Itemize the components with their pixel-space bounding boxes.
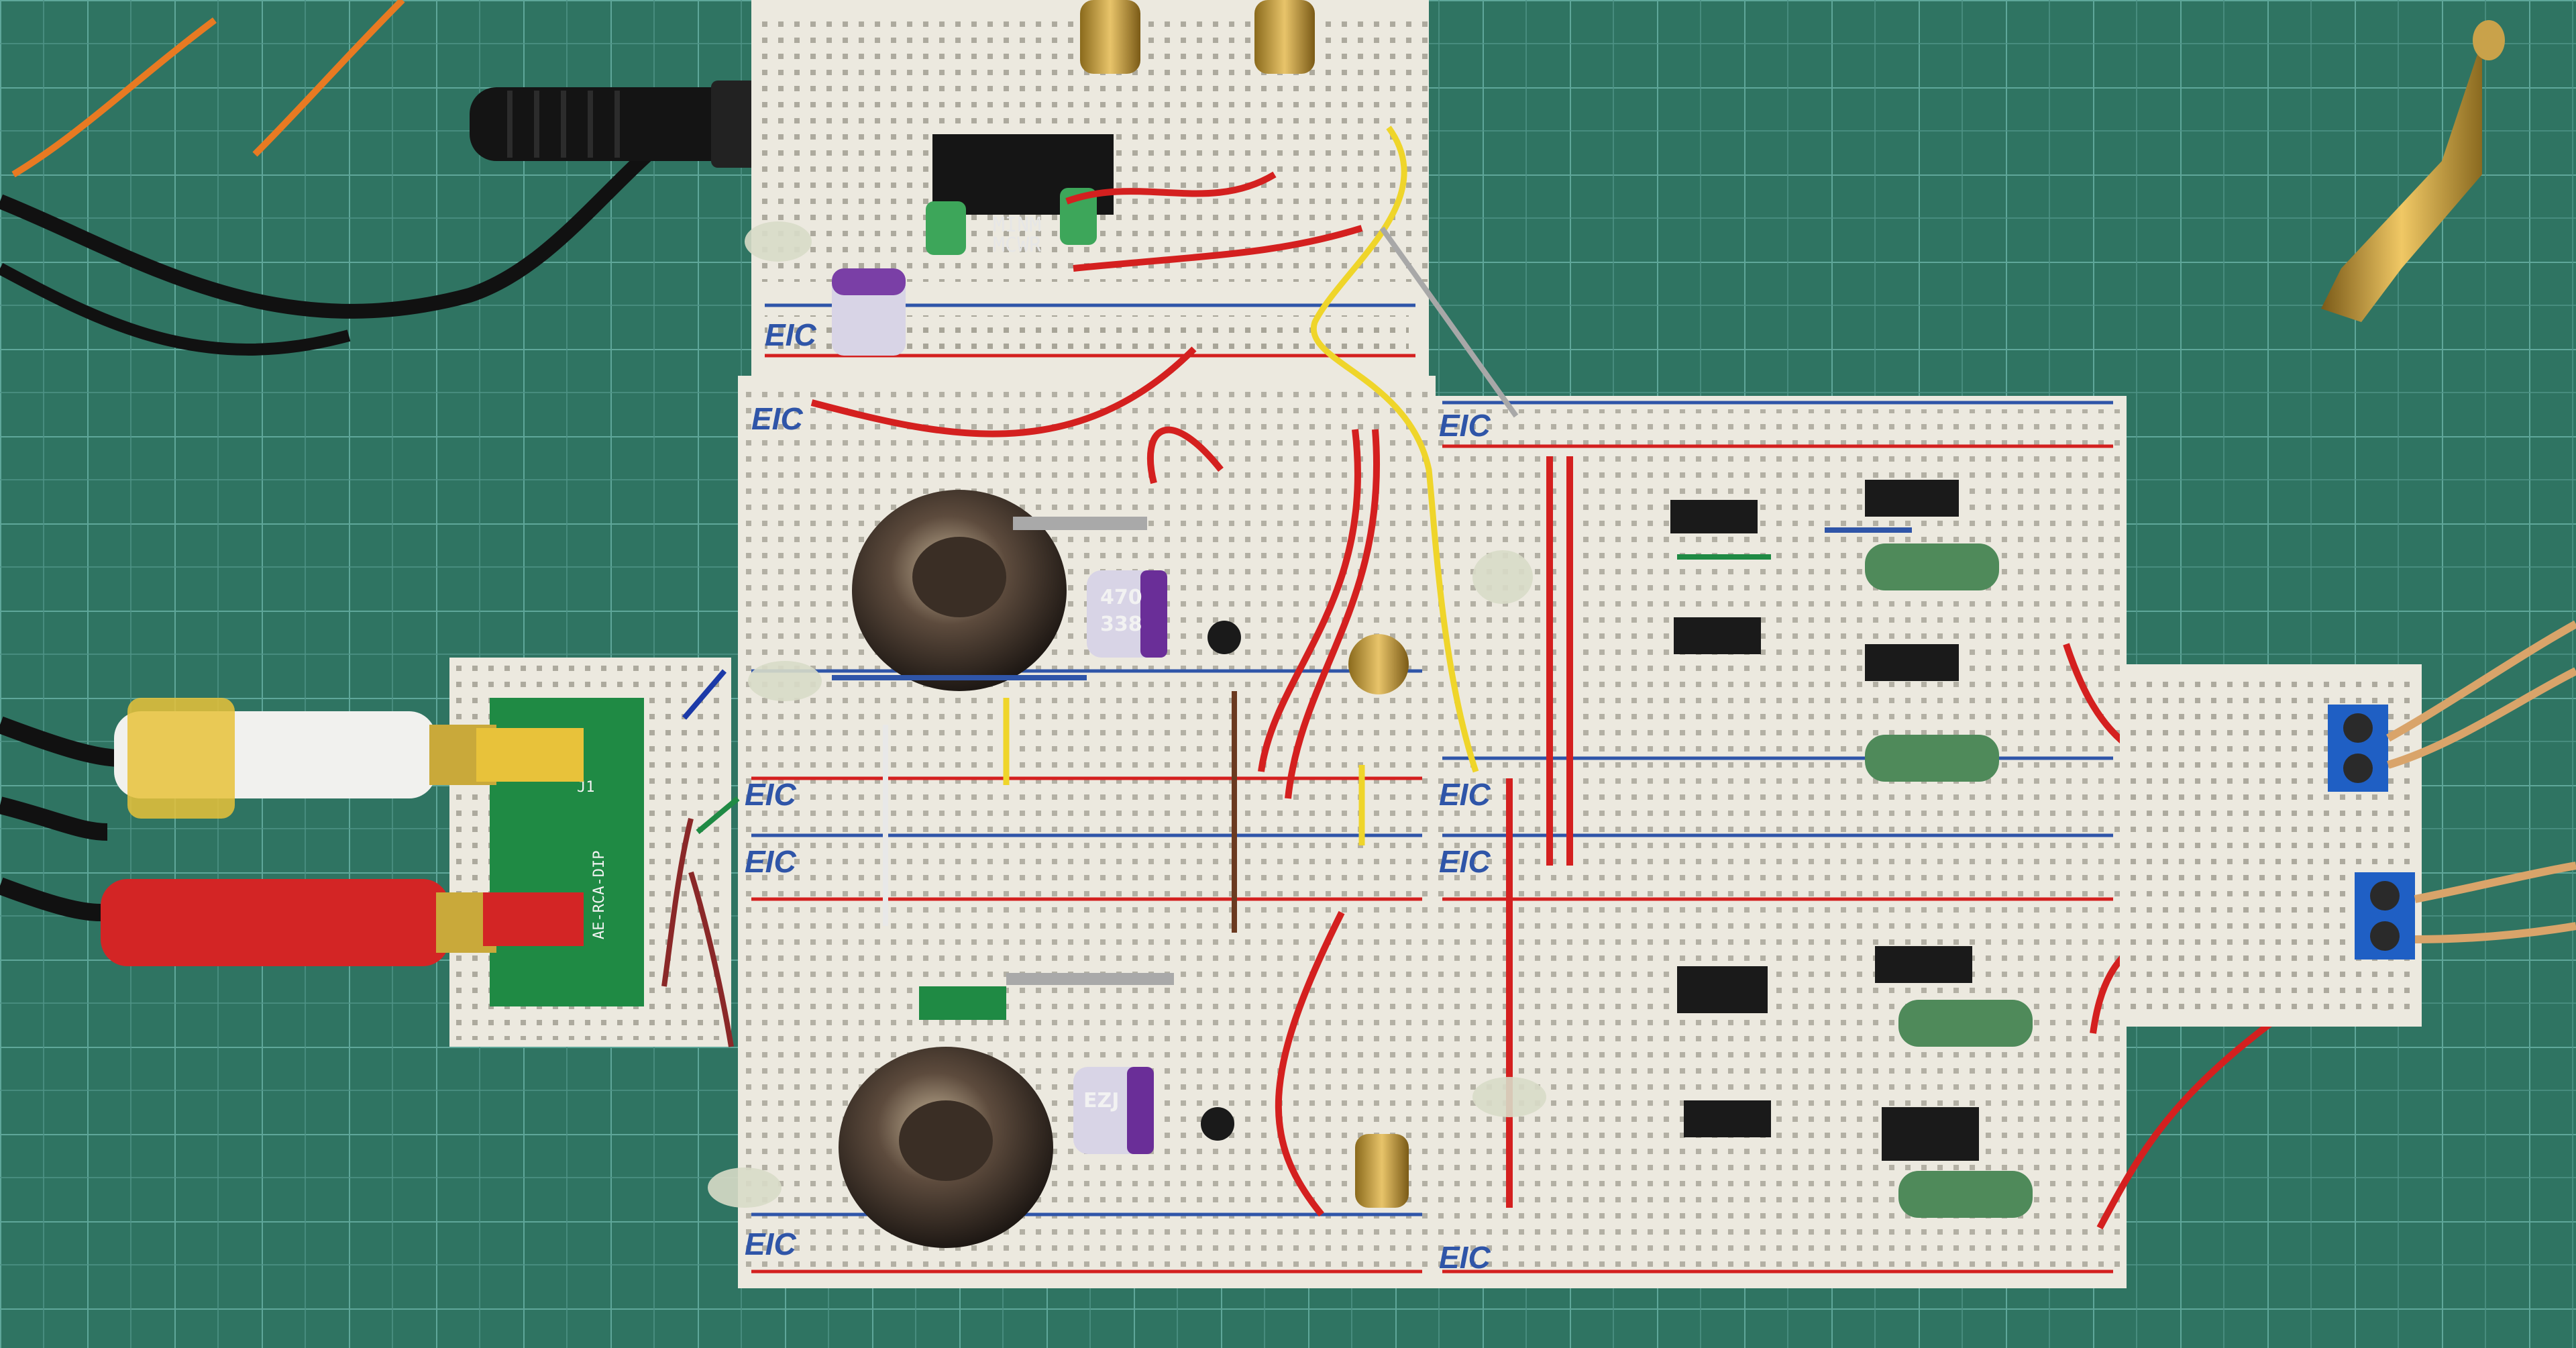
dcdc-marking: MINM (993, 213, 1041, 237)
jumper-wires-other (661, 226, 1912, 1047)
electrolytic-capacitors-top (832, 0, 1315, 356)
vacuum-tube-top (852, 490, 1147, 691)
capacitors-purple: 470 338 EZJ (1073, 570, 1167, 1154)
speaker-wires (2386, 620, 2576, 943)
rca-module-pin-label: J1 (577, 779, 595, 796)
rca-module-marking: AE-RCA-DIP (591, 851, 608, 939)
jumper-wires-red (810, 171, 2377, 1230)
cap-code-top: 338 (1100, 613, 1142, 636)
breadboard-output (2120, 664, 2422, 1027)
loose-wires (0, 0, 676, 356)
eic-logo-6: EIC (1439, 408, 1491, 443)
transistor-packages (1201, 480, 1979, 1161)
cap-series-bottom: EZJ (1083, 1089, 1119, 1112)
cap-value-top: 470 (1100, 586, 1142, 609)
eic-logo-7: EIC (1439, 777, 1491, 812)
vacuum-tube-bottom (839, 973, 1174, 1248)
banana-plug (2321, 20, 2505, 322)
eic-logo-8: EIC (1439, 844, 1491, 879)
electrolytic-capacitors-mid (1348, 634, 1409, 1208)
breadboard-middle-right: EIC EIC EIC EIC (1429, 396, 2127, 1288)
eic-logo-4: EIC (745, 844, 796, 879)
eic-logo-2: EIC (751, 401, 803, 436)
dcdc-marking-2: MCWR (993, 234, 1042, 257)
eic-logo-9: EIC (1439, 1240, 1491, 1275)
leds (708, 221, 1546, 1208)
eic-logo-3: EIC (745, 777, 796, 812)
rca-cables (0, 698, 584, 966)
eic-logo-5: EIC (745, 1227, 796, 1261)
power-resistors (1865, 543, 2033, 1218)
eic-logo-1: EIC (765, 317, 816, 352)
